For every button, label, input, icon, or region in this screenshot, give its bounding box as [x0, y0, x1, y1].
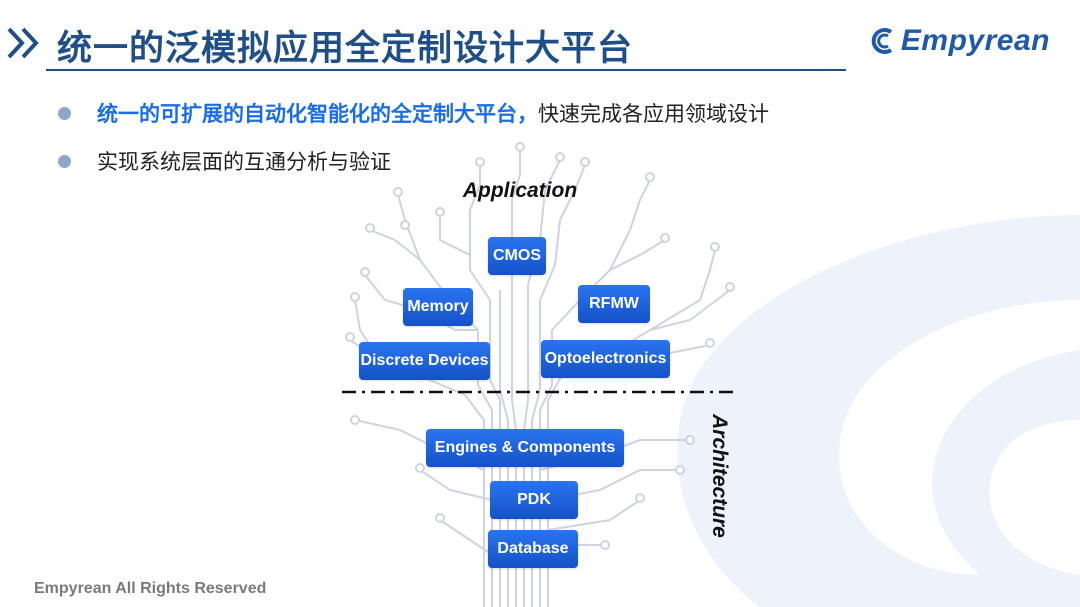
database-node[interactable]: Database — [488, 530, 578, 568]
rfmw-node[interactable]: RFMW — [578, 285, 650, 323]
optoelectronics-node[interactable]: Optoelectronics — [541, 340, 670, 378]
engines-components-node[interactable]: Engines & Components — [426, 429, 624, 467]
copyright-footer: Empyrean All Rights Reserved — [34, 580, 267, 597]
brand-name: Empyrean — [900, 24, 1050, 57]
bullet-item: 实现系统层面的互通分析与验证 — [58, 144, 769, 178]
page-title: 统一的泛模拟应用全定制设计大平台 — [57, 29, 634, 69]
bullet-text: 快速完成各应用领域设计 — [538, 102, 769, 126]
title-divider — [46, 69, 846, 71]
bullet-highlight: 统一的可扩展的自动化智能化的全定制大平台， — [97, 102, 538, 126]
discrete-devices-node[interactable]: Discrete Devices — [359, 342, 490, 380]
empyrean-logo-icon — [871, 28, 893, 54]
architecture-label: Architecture — [708, 414, 731, 538]
pdk-node[interactable]: PDK — [490, 481, 578, 519]
bullet-list: 统一的可扩展的自动化智能化的全定制大平台， 快速完成各应用领域设计 实现系统层面… — [58, 96, 769, 192]
bullet-item: 统一的可扩展的自动化智能化的全定制大平台， 快速完成各应用领域设计 — [58, 96, 769, 130]
double-chevron-icon — [7, 27, 39, 59]
bullet-text: 实现系统层面的互通分析与验证 — [97, 150, 391, 174]
bullet-dot-icon — [58, 106, 71, 120]
application-label: Application — [462, 179, 578, 202]
cmos-node[interactable]: CMOS — [488, 237, 546, 275]
memory-node[interactable]: Memory — [403, 288, 473, 326]
bullet-dot-icon — [58, 154, 71, 168]
brand-logo: Empyrean — [867, 24, 1050, 58]
